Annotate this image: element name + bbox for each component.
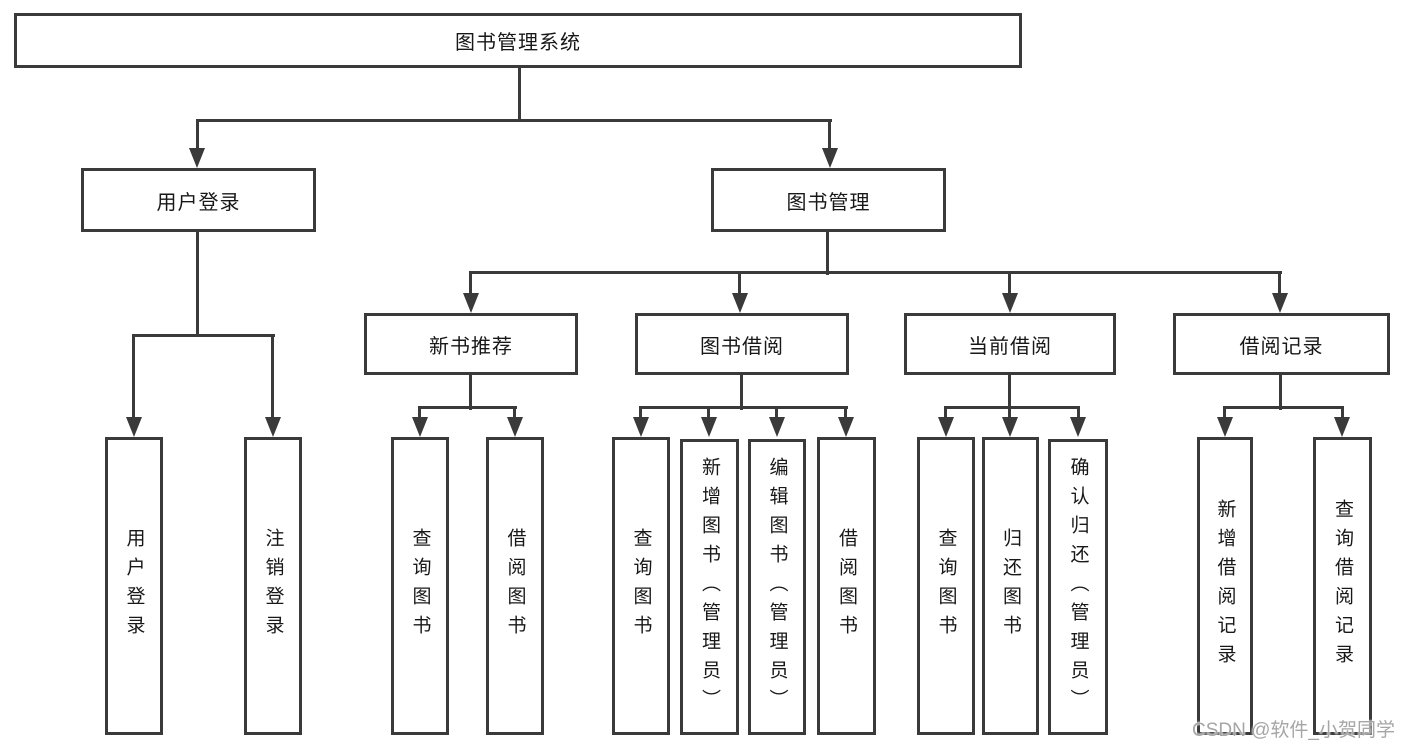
- leaf-query-borrow-record: 查询借阅记录: [1313, 437, 1372, 735]
- connector-root-bar: [196, 119, 832, 122]
- connector-current-drop: [1008, 271, 1011, 296]
- connector-login-drop: [196, 119, 199, 151]
- leaf-user-login-label: 用户登录: [123, 528, 145, 644]
- arrowhead-down-records: [1272, 293, 1288, 313]
- arrowhead-down-login-user: [126, 417, 142, 437]
- connector-login-logout-drop: [271, 334, 274, 419]
- connector-cur-return-drop: [1008, 406, 1011, 420]
- connector-rec-stem: [469, 373, 472, 410]
- connector-mgmt-stem: [826, 230, 829, 275]
- node-current-borrow-label: 当前借阅: [968, 335, 1052, 358]
- leaf-rec-borrow-book: 借阅图书: [486, 437, 544, 735]
- leaf-return-book: 归还图书: [982, 437, 1039, 735]
- connector-current-stem: [1008, 373, 1011, 410]
- arrowhead-down-rec-borrow: [507, 417, 523, 437]
- connector-rec-borrow-drop: [513, 406, 516, 420]
- leaf-rec-query-book: 查询图书: [391, 437, 449, 735]
- node-book-management: 图书管理: [711, 168, 946, 232]
- connector-login-stem: [196, 230, 199, 337]
- arrowhead-down-borrow-edit: [769, 417, 785, 437]
- connector-cur-query-drop: [944, 406, 947, 420]
- node-user-login-label: 用户登录: [156, 191, 241, 214]
- node-user-login: 用户登录: [81, 168, 316, 232]
- arrowhead-down-borrow-query: [633, 417, 649, 437]
- leaf-add-borrow-record: 新增借阅记录: [1197, 437, 1253, 735]
- node-new-book-recommend: 新书推荐: [364, 313, 578, 375]
- arrowhead-down-login-logout: [265, 417, 281, 437]
- leaf-cur-query-book-label: 查询图书: [935, 528, 957, 644]
- leaf-logout-label: 注销登录: [262, 528, 284, 644]
- arrowhead-down-recs-query: [1334, 417, 1350, 437]
- node-root: 图书管理系统: [14, 13, 1022, 68]
- leaf-return-book-label: 归还图书: [1000, 528, 1021, 644]
- connector-borrow-stem: [740, 373, 743, 410]
- connector-records-stem: [1279, 373, 1282, 410]
- leaf-add-book-admin-label: 新增图书（管理员）: [699, 456, 720, 718]
- node-book-management-label: 图书管理: [786, 191, 871, 214]
- leaf-borrow-query-book: 查询图书: [612, 437, 670, 735]
- arrowhead-down-rec-query: [412, 417, 428, 437]
- arrowhead-down-cur-return: [1002, 417, 1018, 437]
- leaf-logout: 注销登录: [244, 437, 302, 735]
- node-book-borrow: 图书借阅: [635, 313, 849, 375]
- leaf-rec-query-book-label: 查询图书: [409, 528, 431, 644]
- leaf-borrow-book-label: 借阅图书: [836, 528, 857, 644]
- connector-login-bar: [132, 334, 275, 337]
- connector-rec-query-drop: [418, 406, 421, 420]
- leaf-edit-book-admin: 编辑图书（管理员）: [748, 439, 806, 735]
- arrowhead-down-current: [1002, 293, 1018, 313]
- node-new-book-recommend-label: 新书推荐: [429, 335, 513, 358]
- leaf-rec-borrow-book-label: 借阅图书: [504, 528, 526, 644]
- connector-records-drop: [1278, 271, 1281, 296]
- arrowhead-down-recs-add: [1217, 417, 1233, 437]
- leaf-cur-query-book: 查询图书: [917, 437, 975, 735]
- connector-login-user-drop: [132, 334, 135, 419]
- arrowhead-down-cur-confirm: [1070, 417, 1086, 437]
- leaf-borrow-book: 借阅图书: [817, 437, 876, 735]
- arrowhead-down-borrow: [732, 293, 748, 313]
- node-borrow-records-label: 借阅记录: [1239, 335, 1324, 358]
- connector-root-stem: [518, 66, 521, 122]
- leaf-edit-book-admin-label: 编辑图书（管理员）: [766, 456, 788, 718]
- connector-borrow-add-drop: [707, 406, 710, 420]
- connector-recs-query-drop: [1341, 406, 1344, 420]
- connector-current-bar: [944, 406, 1080, 409]
- leaf-confirm-return-admin: 确认归还（管理员）: [1048, 439, 1108, 735]
- arrowhead-down-login: [189, 148, 205, 168]
- connector-borrow-borrow-drop: [844, 406, 847, 420]
- connector-borrow-edit-drop: [775, 406, 778, 420]
- node-root-label: 图书管理系统: [455, 32, 581, 54]
- leaf-confirm-return-admin-label: 确认归还（管理员）: [1067, 456, 1089, 718]
- arrowhead-down-borrow-add: [701, 417, 717, 437]
- arrowhead-down-mgmt: [822, 148, 838, 168]
- leaf-add-book-admin: 新增图书（管理员）: [680, 439, 739, 735]
- leaf-query-borrow-record-label: 查询借阅记录: [1332, 499, 1353, 673]
- connector-recs-add-drop: [1223, 406, 1226, 420]
- connector-records-bar: [1223, 406, 1344, 409]
- connector-rec-drop: [469, 271, 472, 296]
- node-book-borrow-label: 图书借阅: [700, 335, 784, 358]
- leaf-add-borrow-record-label: 新增借阅记录: [1214, 499, 1236, 673]
- arrowhead-down-cur-query: [938, 417, 954, 437]
- connector-mgmt-bar: [469, 271, 1282, 274]
- connector-cur-confirm-drop: [1077, 406, 1080, 420]
- leaf-borrow-query-book-label: 查询图书: [630, 528, 652, 644]
- arrowhead-down-rec: [463, 293, 479, 313]
- connector-rec-bar: [418, 406, 517, 409]
- connector-borrow-query-drop: [639, 406, 642, 420]
- arrowhead-down-borrow-borrow: [838, 417, 854, 437]
- connector-borrow-drop: [738, 271, 741, 296]
- node-current-borrow: 当前借阅: [904, 313, 1116, 375]
- connector-mgmt-drop: [828, 119, 831, 151]
- connector-borrow-bar: [639, 406, 848, 409]
- node-borrow-records: 借阅记录: [1173, 313, 1390, 375]
- leaf-user-login: 用户登录: [105, 437, 163, 735]
